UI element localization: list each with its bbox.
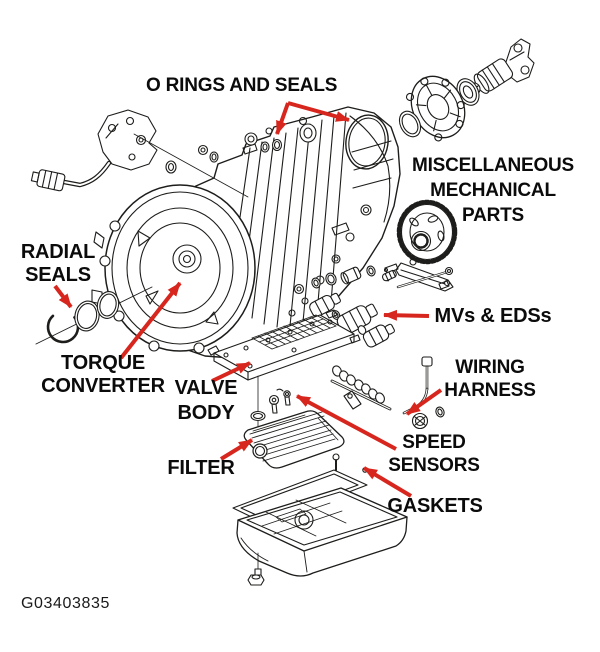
label-o-rings-and-seals: O RINGS AND SEALS <box>146 75 338 96</box>
small-plugs-row <box>293 265 454 295</box>
label-wiring-harness: WIRING HARNESS <box>434 356 546 402</box>
label-line: VALVE <box>174 377 238 399</box>
drain-plug <box>247 552 265 586</box>
label-line: SENSORS <box>388 455 480 476</box>
label-miscellaneous-mechanical-parts: MISCELLANEOUS MECHANICAL PARTS <box>399 153 587 228</box>
label-line: WIRING <box>455 357 525 378</box>
label-line: PARTS <box>462 205 524 226</box>
label-line: HARNESS <box>444 380 536 401</box>
o-ring-parts <box>197 123 317 163</box>
arrow-valve-body <box>211 361 251 383</box>
arrow-radial-seals <box>53 284 73 309</box>
arrow-o-ring-small <box>275 102 290 135</box>
label-line: RADIAL <box>20 241 96 263</box>
torque-converter <box>91 184 256 354</box>
label-filter: FILTER <box>167 457 235 479</box>
label-line: MISCELLANEOUS <box>411 155 575 176</box>
arrow-o-ring-large <box>287 101 350 122</box>
oil-pan <box>236 487 408 577</box>
label-radial-seals: RADIAL SEALS <box>10 241 106 287</box>
arrow-filter <box>219 438 254 461</box>
label-line: TORQUE <box>61 352 145 374</box>
label-torque-converter: TORQUE CONVERTER <box>20 352 186 398</box>
radial-seals-parts <box>35 286 153 345</box>
arrow-torque-converter <box>119 281 182 360</box>
label-line: SEALS <box>25 264 91 286</box>
cable-connector <box>30 169 66 192</box>
valve-body <box>207 309 361 437</box>
label-line: MECHANICAL <box>430 180 556 201</box>
label-speed-sensors: SPEED SENSORS <box>377 431 491 477</box>
solenoids <box>309 292 395 348</box>
output-flange-assembly <box>398 38 535 142</box>
arrow-wiring-harness <box>405 388 443 416</box>
large-o-ring <box>345 114 389 170</box>
label-line: BODY <box>177 402 235 424</box>
label-line: SPEED <box>402 432 466 453</box>
range-switch-assembly <box>30 109 249 198</box>
arrow-speed-sensors <box>296 394 397 451</box>
speed-sensor-parts <box>268 388 291 414</box>
arrow-gaskets <box>362 466 413 498</box>
misc-sprocket <box>383 199 458 292</box>
label-line: CONVERTER <box>41 375 165 397</box>
wiring-harness-part <box>330 356 445 430</box>
label-valve-body: VALVE BODY <box>158 376 254 426</box>
label-gaskets: GASKETS <box>387 495 483 517</box>
figure-code: G03403835 <box>21 595 111 612</box>
arrow-mvs-edss <box>383 309 430 321</box>
filter-part <box>243 410 345 469</box>
label-mvs-edss: MVs & EDSs <box>434 305 552 327</box>
pointer-arrows <box>53 101 443 498</box>
